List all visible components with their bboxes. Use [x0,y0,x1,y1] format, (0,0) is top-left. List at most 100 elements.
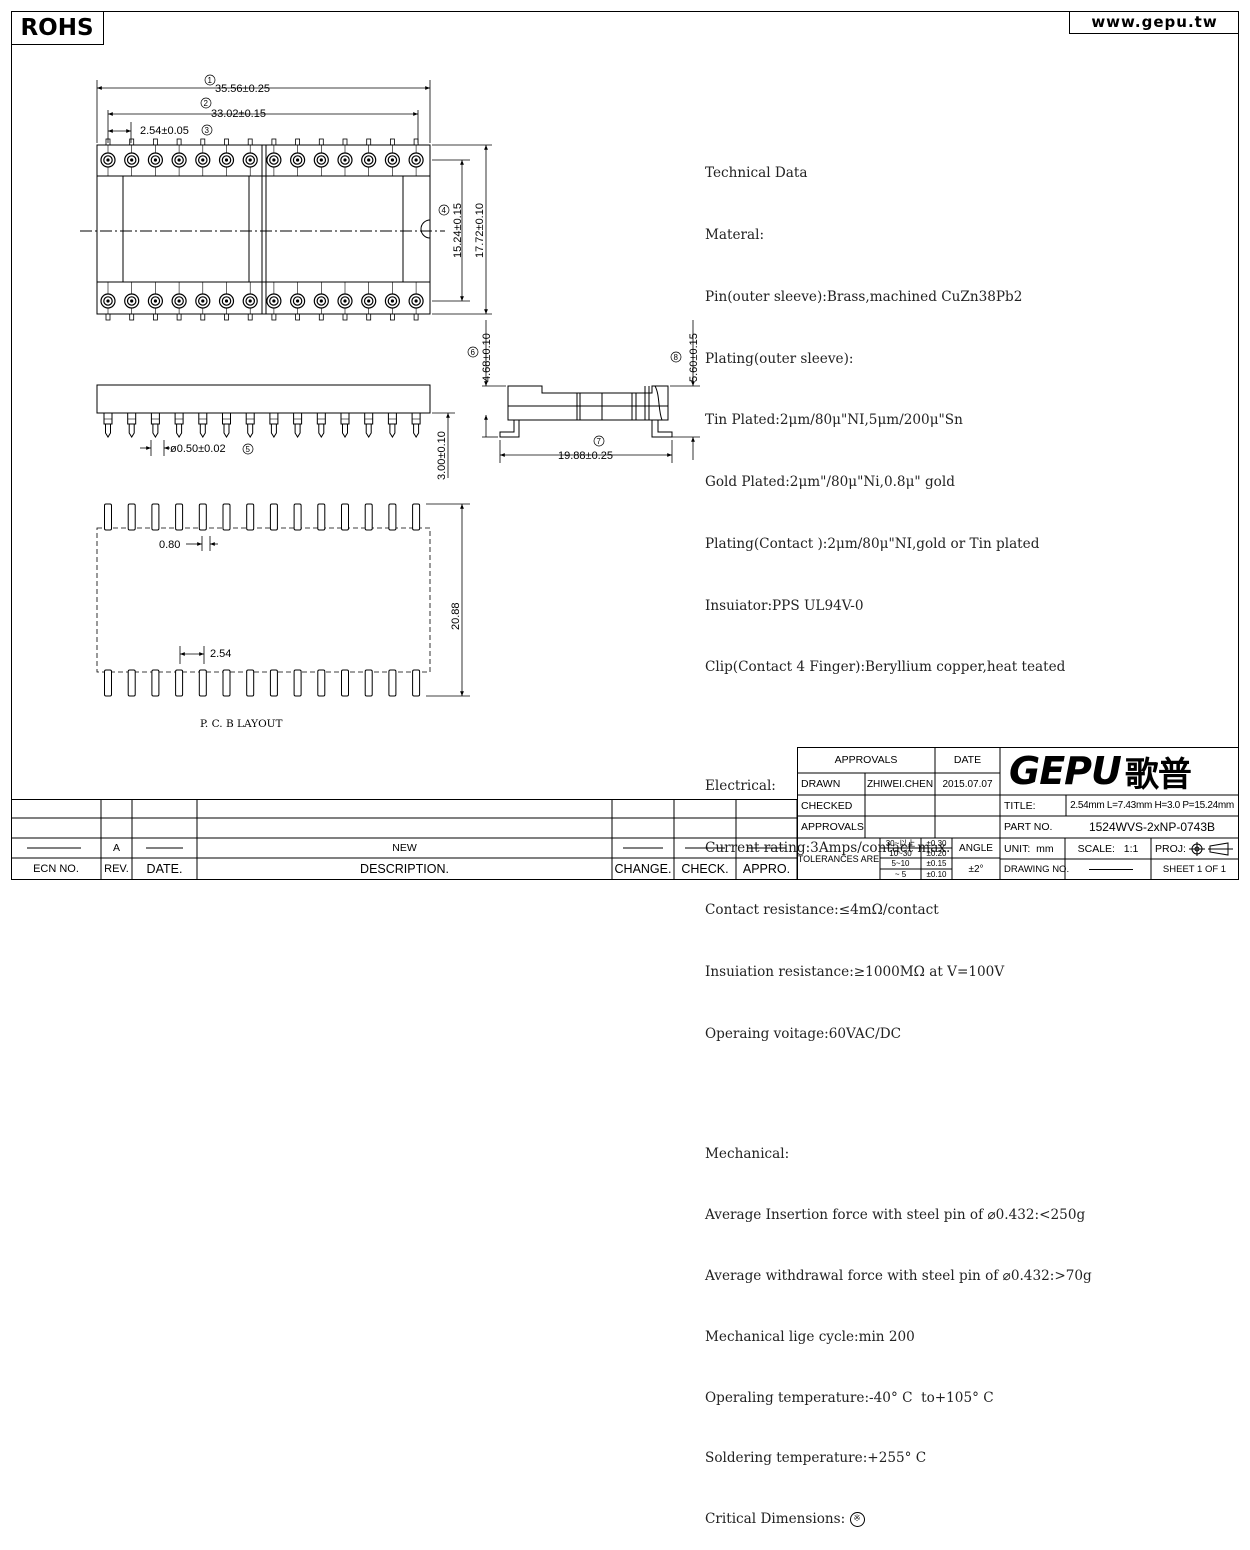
tol-range: 30~以上 [885,838,916,848]
pcb-pad [151,669,160,697]
pin-contact [337,138,353,176]
tol-value: ±0.30 [926,838,947,848]
pcb-pad [293,669,302,697]
sheet-field: SHEET 1 OF 1 [1162,864,1227,875]
socket-top-outline [96,144,431,315]
pcb-pad [293,503,302,531]
pcb-pad [317,669,326,697]
drawn-by: ZHIWEI.CHEN [866,778,934,790]
pcb-pad [269,503,278,531]
tol-range: 10~30 [889,848,912,858]
svg-text:2: 2 [204,99,209,108]
side-pin [198,413,208,438]
rev-value: A [112,842,120,854]
side-pin [316,413,326,438]
pcb-pad [198,669,207,697]
pcb-pad [175,669,184,697]
side-pin [387,413,397,438]
tol-range: 5~10 [891,859,910,868]
mech-line: Operaling temperature:-40° C to+105° C [705,1389,994,1406]
side-pin [245,413,255,438]
pin-contact [384,282,400,321]
pcb-pad [269,669,278,697]
appro-label: APPRO. [742,862,791,876]
mech-line: Average Insertion force with steel pin o… [705,1207,1086,1224]
pin-contact [171,282,187,321]
svg-text:1: 1 [208,76,213,85]
socket-side-outline [96,384,431,414]
drawing-no-value [1089,869,1133,870]
description-value: NEW [392,842,417,854]
pcb-pad [127,669,136,697]
dim-pin-diameter: ø0.50±0.02 [170,443,226,455]
pcb-pad [104,503,112,531]
tol-value: ±0.10 [926,870,947,879]
pin-contact [242,282,258,321]
pin-contact [408,138,424,176]
cross-section [499,385,673,438]
pcb-pad [222,669,231,697]
pin-contact [313,138,329,176]
tech-line: Clip(Contact 4 Finger):Beryllium copper,… [705,659,1066,676]
pcb-pad [104,669,112,697]
pin-contact [384,138,400,176]
mech-line: Mechanical lige cycle:min 200 [705,1328,915,1345]
title-block: APPROVALS DATE DRAWN ZHIWEI.CHEN 2015.07… [797,747,1239,880]
dim-pin-span: 33.02±0.15 [211,108,266,120]
pin-contact [266,282,282,321]
date-header: DATE [953,754,982,766]
pcb-pad [412,503,421,531]
website-label: www.gepu.tw [1069,11,1239,34]
pcb-pad [127,503,136,531]
elec-line: Insuiation resistance:≥1000MΩ at V=100V [705,963,1005,980]
pin-contact [147,138,163,176]
pin-contact [171,138,187,176]
side-pin [411,413,421,438]
pcb-pad [388,669,397,697]
technical-drawing: 35.56±0.25 33.02±0.15 2.54±0.05 15.24±0.… [80,74,700,730]
pin-contact [361,282,377,321]
unit-field: UNIT: mm [1004,842,1054,855]
svg-text:7: 7 [597,437,602,446]
drawn-date: 2015.07.07 [942,778,993,790]
pin-contact [100,138,116,176]
pin-contact [124,138,140,176]
elec-line: Current rating:3Amps/contact max. [705,840,951,857]
pin-contact [218,282,235,321]
tolerances-label: TOLERANCES ARE [797,854,880,864]
part-no-value: 1524WVS-2xNP-0743B [1088,820,1216,834]
side-pin [174,413,184,438]
dim-body-height: 4.68±0.10 [481,333,493,382]
tech-line: Materal: [705,226,765,243]
tech-line: Pin(outer sleeve):Brass,machined CuZn38P… [705,288,1023,305]
pin-contact [242,138,258,176]
dim-pad-pitch: 2.54 [210,648,231,660]
svg-text:3: 3 [205,126,210,135]
pcb-pad [412,669,421,697]
elec-line: Electrical: [705,778,776,795]
angle-value: ±2° [968,863,984,875]
scale-field: SCALE: 1:1 [1077,842,1139,855]
pin-contact [408,282,424,321]
mech-line: Critical Dimensions: ※ [705,1509,1092,1530]
critical-mark-icon: ※ [849,1512,865,1528]
change-label: CHANGE. [614,862,672,876]
dim-width: 17.72±0.10 [474,203,486,258]
pin-contact [313,282,329,321]
tech-line: Plating(outer sleeve): [705,350,854,367]
pin-contact [195,138,211,176]
approvals-header: APPROVALS [834,754,898,766]
approvals-label: APPROVALS [801,821,864,833]
dim-pad-width: 0.80 [159,539,180,551]
side-pin [269,413,279,438]
pin-contact [218,138,235,176]
dim-pad-span: 20.88 [450,602,462,630]
pin-contact [100,282,116,321]
pcb-pad [341,503,349,531]
ecn-label: ECN NO. [33,863,79,875]
mech-line: Soldering temperature:+255° C [705,1450,927,1467]
revision-block: A NEW ECN NO. REV. DATE. DESCRIPTION. CH… [11,799,798,880]
svg-text:8: 8 [674,353,679,362]
pin-contact [361,138,377,176]
